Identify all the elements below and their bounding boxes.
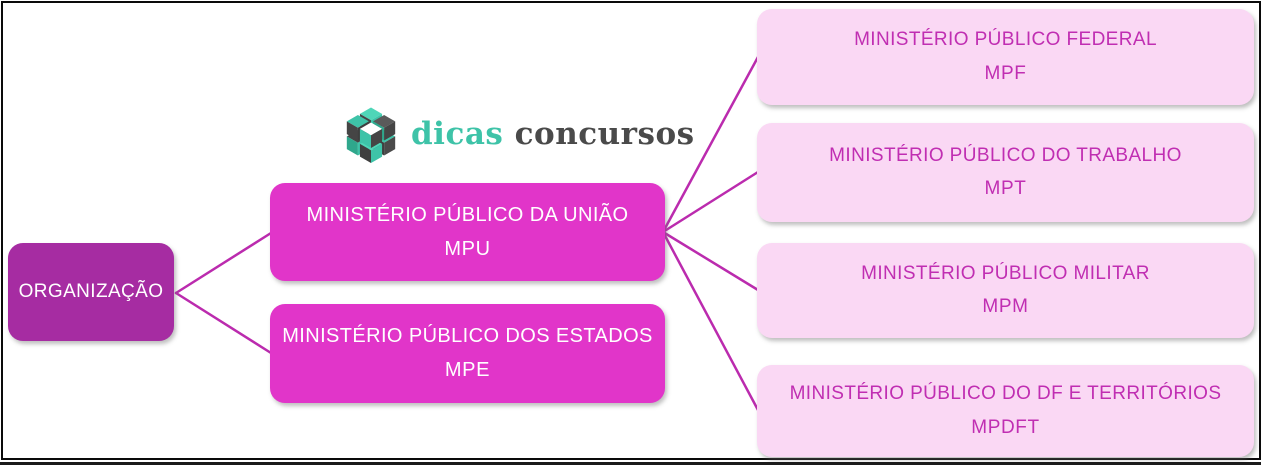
logo-word-dicas: dicas — [411, 116, 504, 152]
logo-word-concursos: concursos — [503, 116, 695, 152]
node-title: MINISTÉRIO PÚBLICO MILITAR — [861, 262, 1150, 284]
node-label: ORGANIZAÇÃO — [18, 281, 164, 303]
node-mpt: MINISTÉRIO PÚBLICO DO TRABALHO MPT — [757, 123, 1254, 222]
isometric-cubes-logo-icon — [346, 107, 396, 164]
node-mpu: MINISTÉRIO PÚBLICO DA UNIÃO MPU — [270, 183, 665, 281]
node-acronym: MPU — [444, 237, 491, 260]
bottom-rule — [0, 462, 1261, 465]
node-acronym: MPT — [984, 178, 1027, 200]
node-acronym: MPE — [444, 359, 491, 381]
node-organizacao: ORGANIZAÇÃO — [8, 243, 174, 341]
node-acronym: MPM — [982, 296, 1029, 318]
node-title: MINISTÉRIO PÚBLICO DO TRABALHO — [829, 144, 1182, 166]
brand-logo: dicas concursos — [343, 98, 695, 170]
node-acronym: MPF — [984, 62, 1027, 84]
node-title: MINISTÉRIO PÚBLICO FEDERAL — [854, 29, 1157, 51]
node-title: MINISTÉRIO PÚBLICO DO DF E TERRITÓRIOS — [789, 383, 1222, 405]
node-mpm: MINISTÉRIO PÚBLICO MILITAR MPM — [757, 243, 1254, 338]
logo-wordmark: dicas concursos — [411, 116, 695, 152]
node-mpdft: MINISTÉRIO PÚBLICO DO DF E TERRITÓRIOS M… — [757, 365, 1254, 457]
node-mpe: MINISTÉRIO PÚBLICO DOS ESTADOS MPE — [270, 304, 665, 403]
node-acronym: MPDFT — [971, 416, 1040, 438]
node-mpf: MINISTÉRIO PÚBLICO FEDERAL MPF — [757, 9, 1254, 105]
node-title: MINISTÉRIO PÚBLICO DOS ESTADOS — [282, 325, 653, 347]
node-title: MINISTÉRIO PÚBLICO DA UNIÃO — [306, 203, 629, 226]
